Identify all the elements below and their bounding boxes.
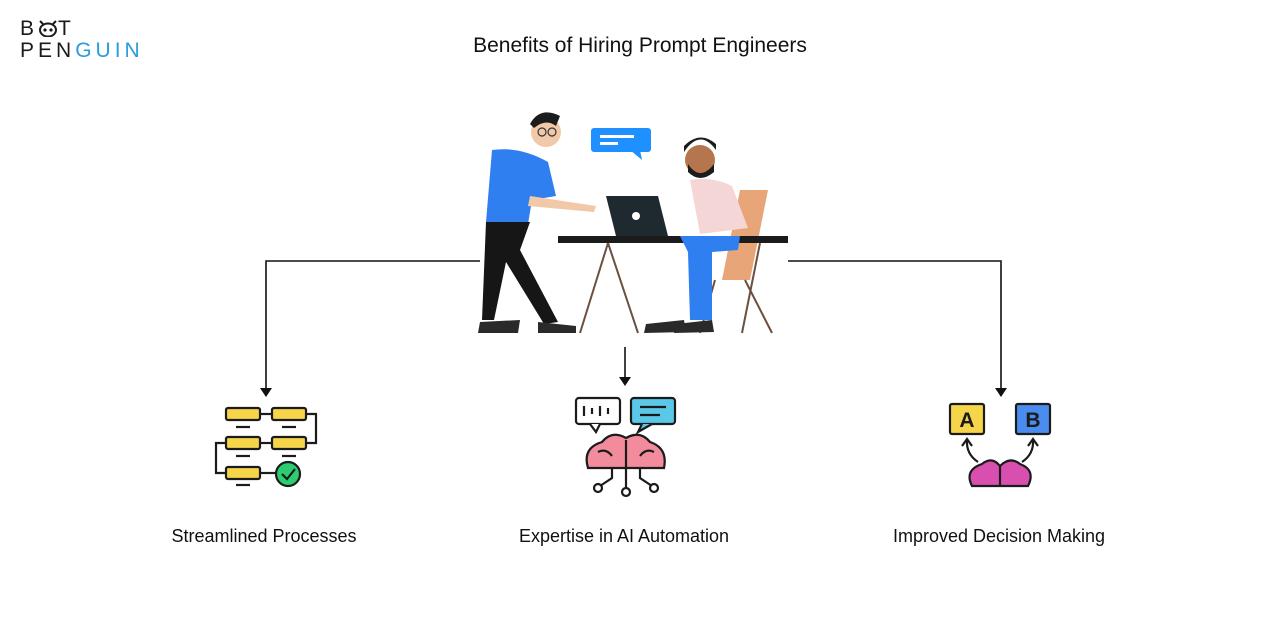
ai-brain-chat-icon — [574, 396, 677, 498]
team-illustration — [478, 112, 788, 334]
workflow-checklist-icon — [214, 406, 318, 488]
diagram-title: Benefits of Hiring Prompt Engineers — [473, 34, 807, 57]
logo-guin: GUIN — [75, 39, 144, 62]
choice-a-text: A — [959, 409, 974, 432]
logo-letter-b: B — [20, 17, 39, 40]
connector-right — [788, 260, 1007, 397]
benefit-label-decision-making: Improved Decision Making — [892, 526, 1106, 546]
logo-letter-t: T — [58, 17, 75, 40]
speech-bubble-icon — [591, 128, 651, 160]
choice-b-text: B — [1025, 409, 1040, 432]
benefit-label-ai-automation: Expertise in AI Automation — [518, 526, 730, 546]
logo-pen: PEN — [20, 39, 76, 62]
owl-icon — [39, 20, 58, 37]
brain-ab-choice-icon: A B — [948, 402, 1052, 488]
connector-left — [260, 260, 480, 397]
connector-center — [619, 347, 631, 386]
benefit-label-streamlined: Streamlined Processes — [171, 526, 357, 546]
